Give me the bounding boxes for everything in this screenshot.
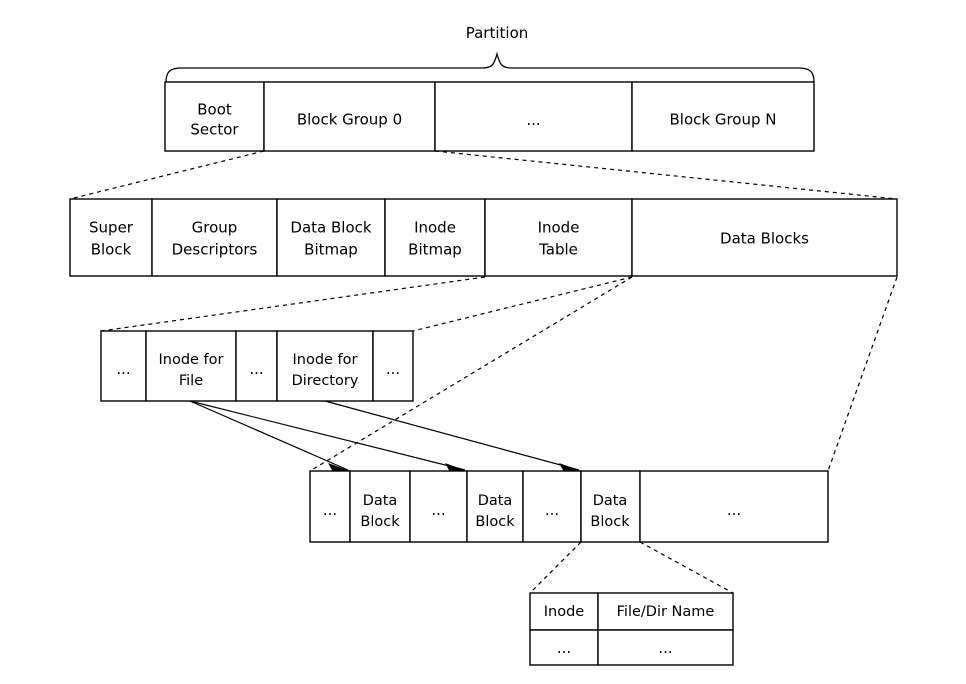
label-inode-for-file-line1: Inode for (158, 352, 223, 368)
label-data-block-bitmap-line1: Data Block (290, 219, 371, 237)
cell-data-block-1[interactable] (349, 470, 411, 543)
connector-inodetable-left (100, 276, 486, 332)
label-data-block-3-line2: Block (590, 514, 630, 530)
label-data-blocks: Data Blocks (720, 230, 809, 248)
label-super-block-line2: Block (91, 241, 132, 259)
partition-row: Boot Sector Block Group 0 ... Block Grou… (164, 81, 815, 152)
cell-direntry-body-name[interactable] (597, 629, 734, 666)
pointer-file-to-datablock-1 (189, 400, 350, 478)
cell-inode-for-file[interactable] (145, 330, 237, 402)
cell-data-block-3[interactable] (580, 470, 641, 543)
cell-super-block[interactable] (69, 198, 153, 277)
label-data-block-1-line2: Block (360, 514, 400, 530)
cell-direntry-header-inode[interactable] (529, 592, 599, 631)
cell-inode-ellipsis-2[interactable] (235, 330, 278, 402)
label-inode-bitmap-line1: Inode (414, 219, 456, 237)
label-data-ellipsis-4: ... (727, 501, 741, 519)
connector-direntry-left (529, 541, 582, 594)
label-inode-bitmap-line2: Bitmap (408, 241, 462, 259)
label-data-block-2-line2: Block (475, 514, 515, 530)
cell-inode-ellipsis-3[interactable] (372, 330, 414, 402)
label-direntry-header-name: File/Dir Name (617, 604, 715, 620)
label-boot-sector-line2: Sector (190, 121, 239, 139)
cell-block-group-n[interactable] (631, 81, 815, 152)
cell-direntry-header-name[interactable] (597, 592, 734, 631)
connector-inodetable-right (412, 276, 633, 332)
data-blocks-row: ... Data Block ... Data Block ... Data B… (309, 470, 829, 543)
label-data-ellipsis-3: ... (545, 501, 559, 519)
label-boot-sector-line1: Boot (197, 101, 232, 119)
label-block-group-0: Block Group 0 (297, 111, 402, 129)
cell-data-block-bitmap[interactable] (276, 198, 386, 277)
cell-data-blocks[interactable] (631, 198, 898, 277)
label-super-block-line1: Super (89, 219, 134, 237)
cell-group-descriptors[interactable] (151, 198, 278, 277)
label-group-descriptors-line2: Descriptors (172, 241, 258, 259)
cell-block-group-0[interactable] (263, 81, 436, 152)
connector-blockgroup-left (69, 150, 265, 200)
label-data-block-3-line1: Data (593, 493, 628, 509)
directory-entry-table: Inode File/Dir Name ... ... (529, 592, 734, 666)
label-inode-for-directory-line1: Inode for (292, 352, 357, 368)
connector-blockgroup-right (434, 150, 898, 200)
label-direntry-header-inode: Inode (544, 604, 585, 620)
block-group-row: Super Block Group Descriptors Data Block… (69, 198, 898, 277)
label-inode-ellipsis-1: ... (116, 360, 130, 378)
label-data-block-1-line1: Data (363, 493, 398, 509)
connector-direntry-right (639, 541, 734, 594)
partition-title-label: Partition (466, 24, 529, 42)
label-inode-ellipsis-3: ... (386, 360, 400, 378)
label-group-descriptors-line1: Group (192, 219, 238, 237)
label-inode-ellipsis-2: ... (249, 360, 263, 378)
label-data-ellipsis-2: ... (431, 501, 445, 519)
cell-block-group-ellipsis[interactable] (434, 81, 633, 152)
inode-table-row: ... Inode for File ... Inode for Directo… (100, 330, 414, 402)
cell-boot-sector[interactable] (164, 81, 265, 152)
connector-datablocks-right (827, 276, 898, 472)
label-inode-for-file-line2: File (179, 373, 203, 389)
cell-data-ellipsis-1[interactable] (309, 470, 351, 543)
label-block-group-n: Block Group N (670, 111, 777, 129)
pointer-file-to-datablock-2 (189, 400, 467, 478)
cell-inode-ellipsis-1[interactable] (100, 330, 147, 402)
label-direntry-body-name: ... (658, 639, 672, 657)
partition-brace (165, 51, 815, 83)
label-inode-table-line2: Table (538, 241, 578, 259)
label-data-block-2-line1: Data (478, 493, 513, 509)
label-inode-table-line1: Inode (538, 219, 580, 237)
connector-datablocks-left (309, 276, 633, 472)
cell-inode-bitmap[interactable] (384, 198, 486, 277)
label-data-block-bitmap-line2: Bitmap (304, 241, 358, 259)
cell-data-block-2[interactable] (466, 470, 524, 543)
cell-data-ellipsis-4[interactable] (639, 470, 829, 543)
cell-inode-table[interactable] (484, 198, 633, 277)
label-inode-for-directory-line2: Directory (292, 373, 359, 389)
label-direntry-body-inode: ... (557, 639, 571, 657)
label-data-ellipsis-1: ... (323, 501, 337, 519)
label-block-group-ellipsis: ... (526, 111, 540, 129)
